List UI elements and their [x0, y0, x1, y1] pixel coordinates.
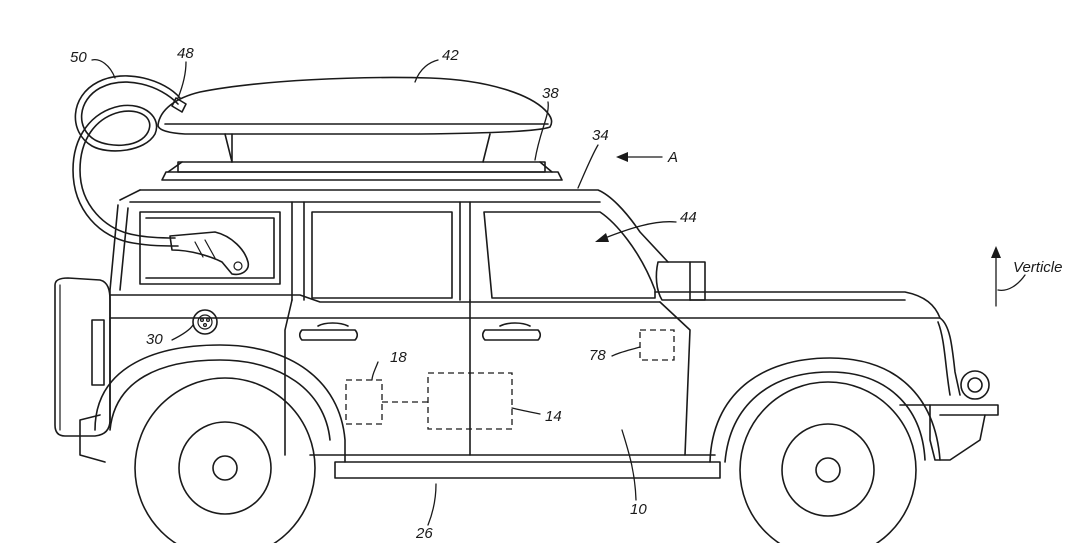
ref-label-38: 38 [542, 85, 559, 102]
roof-rack [161, 161, 563, 181]
charge-port [192, 309, 218, 335]
ref-label-a: A [667, 149, 678, 166]
charging-cable [72, 75, 250, 276]
view-arrow-a [616, 152, 663, 162]
ref-label-10: 10 [630, 501, 647, 518]
ref-label-18: 18 [390, 349, 407, 366]
ref-label-30: 30 [146, 331, 163, 348]
ref-label-42: 42 [442, 47, 459, 64]
spare-tire [54, 277, 111, 437]
ref-label-48: 48 [177, 45, 194, 62]
controller-modules [345, 329, 675, 430]
ref-label-34: 34 [592, 127, 609, 144]
rear-wheel [94, 344, 346, 543]
lead-lines [91, 59, 677, 526]
ref-label-50: 50 [70, 49, 87, 66]
ref-label-26: 26 [415, 525, 433, 542]
ref-label-78: 78 [589, 347, 606, 364]
ref-label-vertical: Verticle [1013, 259, 1062, 276]
vertical-arrow [991, 246, 1026, 307]
vehicle-body [79, 189, 999, 479]
roof-cargo-box [157, 76, 553, 163]
reference-numerals: 50 48 42 38 34 A 44 Verticle 30 18 78 14… [70, 45, 1062, 542]
front-wheel [709, 357, 941, 543]
ref-label-14: 14 [545, 408, 562, 425]
ref-label-44: 44 [680, 209, 697, 226]
